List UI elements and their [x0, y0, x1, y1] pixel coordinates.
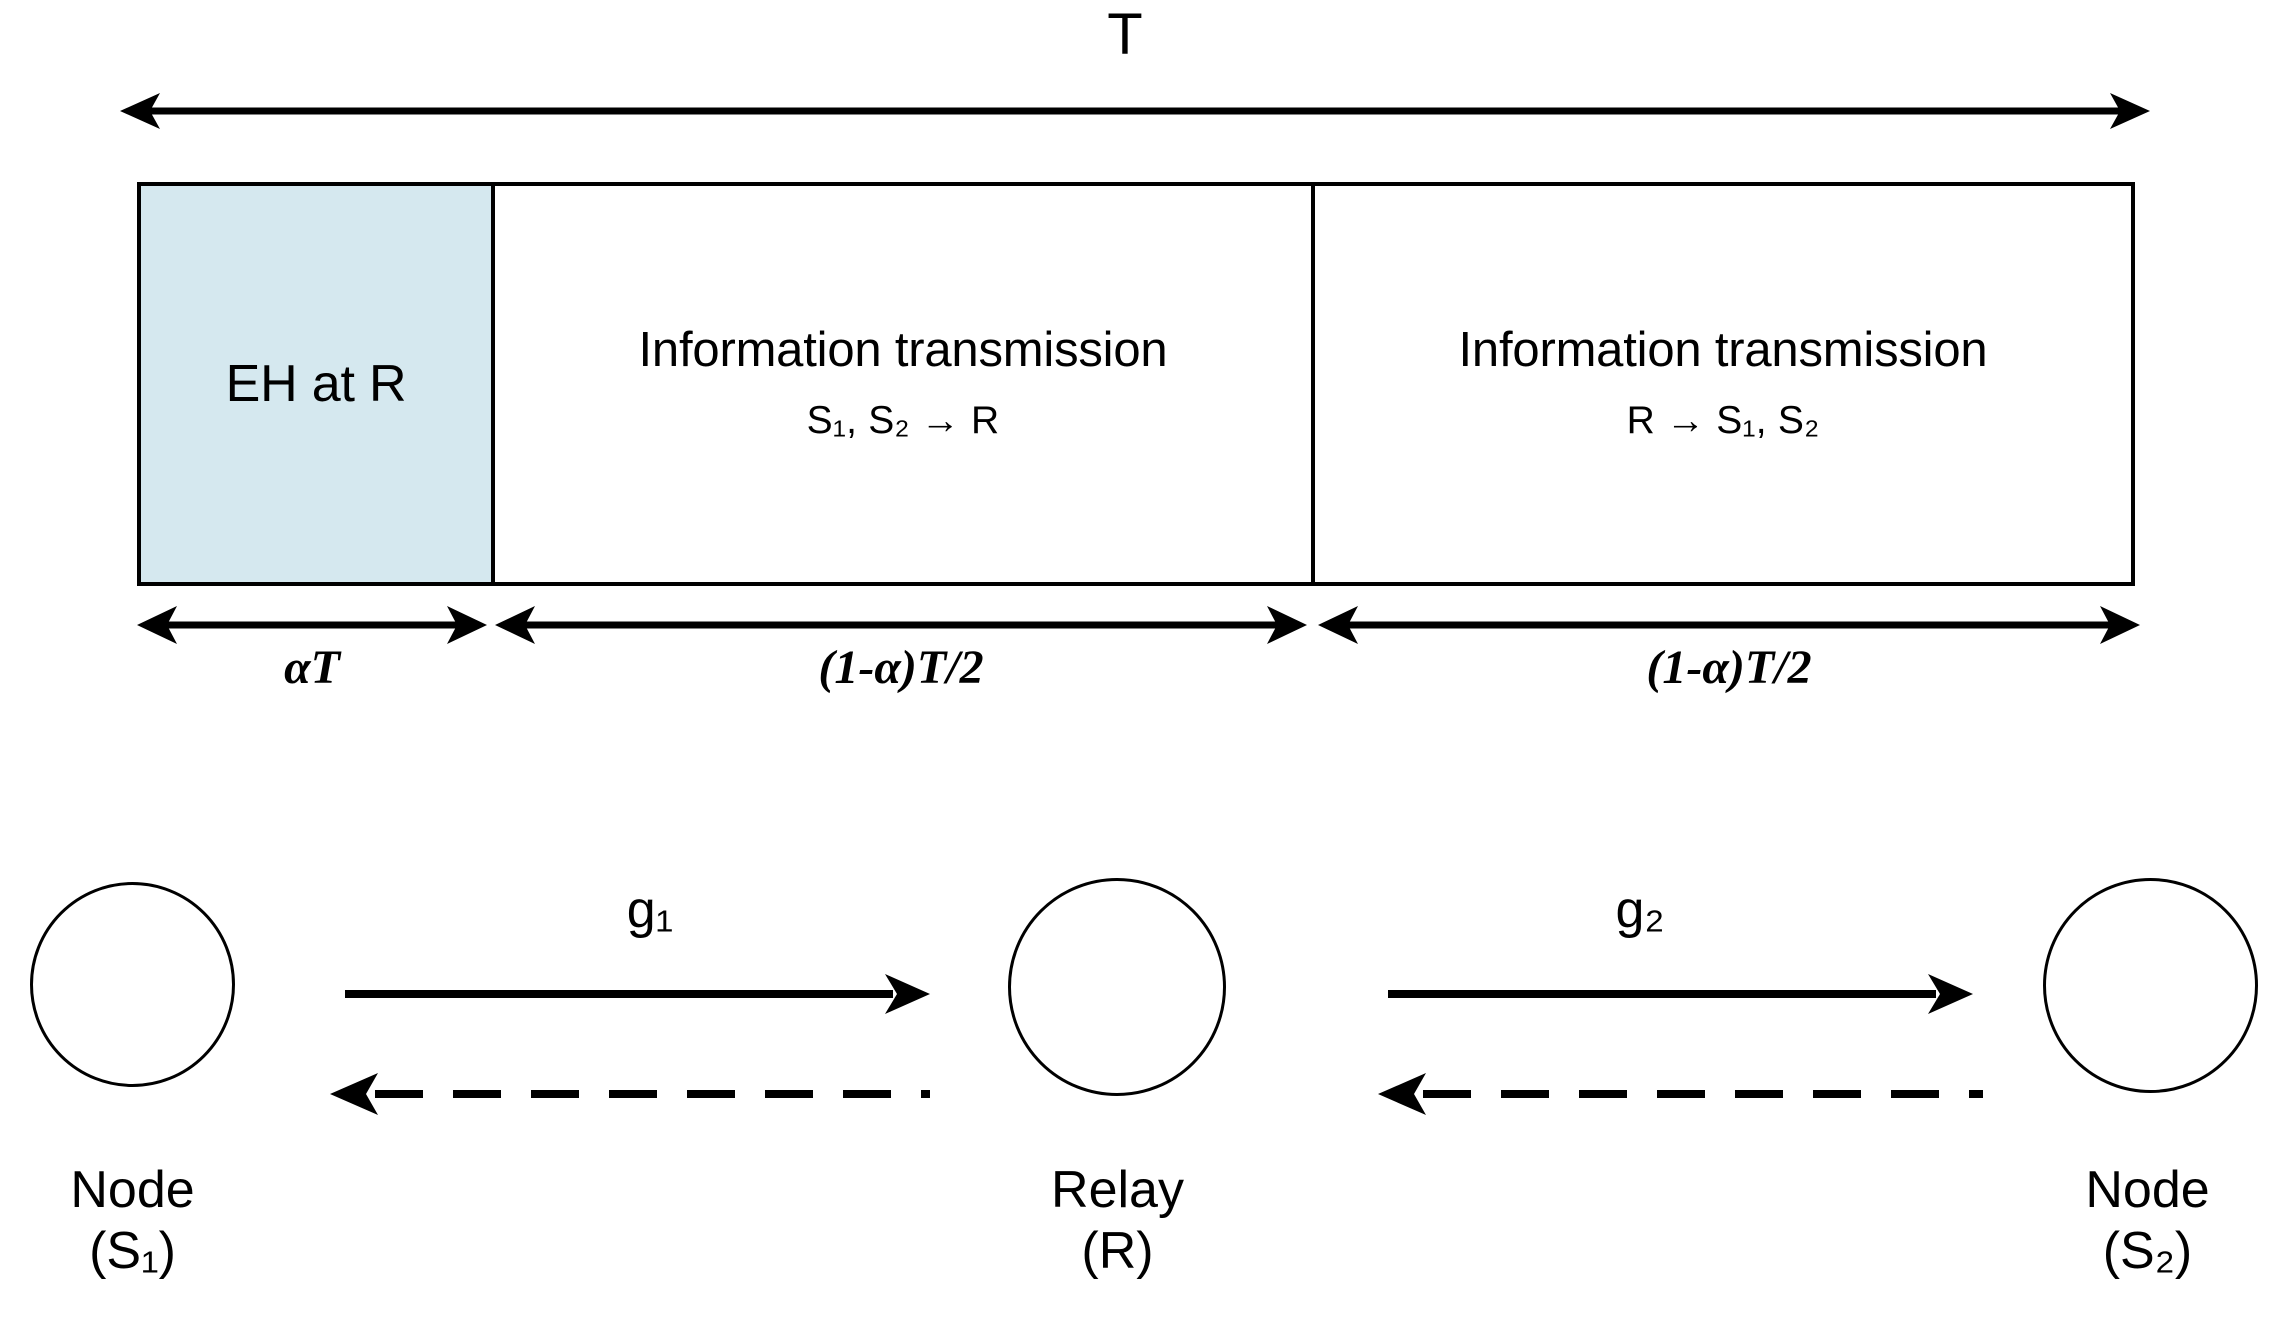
- node-source-2-label: Node (S₂): [2015, 1160, 2280, 1283]
- node-source-2-label-line2: (S₂): [2102, 1222, 2193, 1281]
- timeline-block-downlink-subtitle: R → S₁, S₂: [1626, 398, 1820, 442]
- total-duration-label: T: [0, 6, 2280, 64]
- total-duration-text: T: [1107, 2, 1143, 67]
- timeline-block-uplink[interactable]: Information transmission S₁, S₂ → R: [491, 186, 1311, 582]
- node-source-1-label: Node (S₁): [0, 1160, 265, 1283]
- link-g1-forward-arrow: [345, 972, 930, 1016]
- timeline-block-uplink-title: Information transmission: [638, 323, 1168, 378]
- timeline-block-downlink-title: Information transmission: [1458, 323, 1988, 378]
- node-source-1-label-line2: (S₁): [89, 1222, 176, 1281]
- timeline-block-uplink-subtitle: S₁, S₂ → R: [806, 398, 1000, 442]
- duration-arrow-alpha-t: [137, 602, 487, 648]
- node-source-2-label-line1: Node: [2085, 1161, 2210, 1219]
- node-relay-circle[interactable]: [1008, 878, 1226, 1096]
- link-g1-backward-arrow: [330, 1072, 930, 1116]
- node-relay-label-line2: (R): [1081, 1222, 1154, 1281]
- link-g2-backward-arrow: [1378, 1072, 1983, 1116]
- node-relay-label-line1: Relay: [1051, 1161, 1184, 1219]
- duration-label-alpha-t: αT: [284, 641, 340, 694]
- timeline-block-energy-harvesting-title: EH at R: [225, 354, 407, 413]
- total-duration-arrow: [120, 88, 2150, 139]
- node-source-1-label-line1: Node: [70, 1161, 195, 1219]
- duration-arrow-uplink: [495, 602, 1307, 648]
- timeline-block-energy-harvesting[interactable]: EH at R: [141, 186, 491, 582]
- node-source-1-circle[interactable]: [30, 882, 235, 1087]
- duration-label-downlink: (1-α)T/2: [1646, 641, 1812, 694]
- timeline-block-downlink[interactable]: Information transmission R → S₁, S₂: [1311, 186, 2131, 582]
- duration-arrow-downlink: [1318, 602, 2140, 648]
- duration-label-uplink: (1-α)T/2: [818, 641, 984, 694]
- node-relay-label: Relay (R): [985, 1160, 1250, 1283]
- node-source-2-circle[interactable]: [2043, 878, 2258, 1093]
- link-g2-forward-arrow: [1388, 972, 1973, 1016]
- link-g1-label: g₁: [626, 881, 674, 939]
- timeline-blocks: EH at R Information transmission S₁, S₂ …: [137, 182, 2135, 586]
- link-g2-label: g₂: [1615, 881, 1665, 939]
